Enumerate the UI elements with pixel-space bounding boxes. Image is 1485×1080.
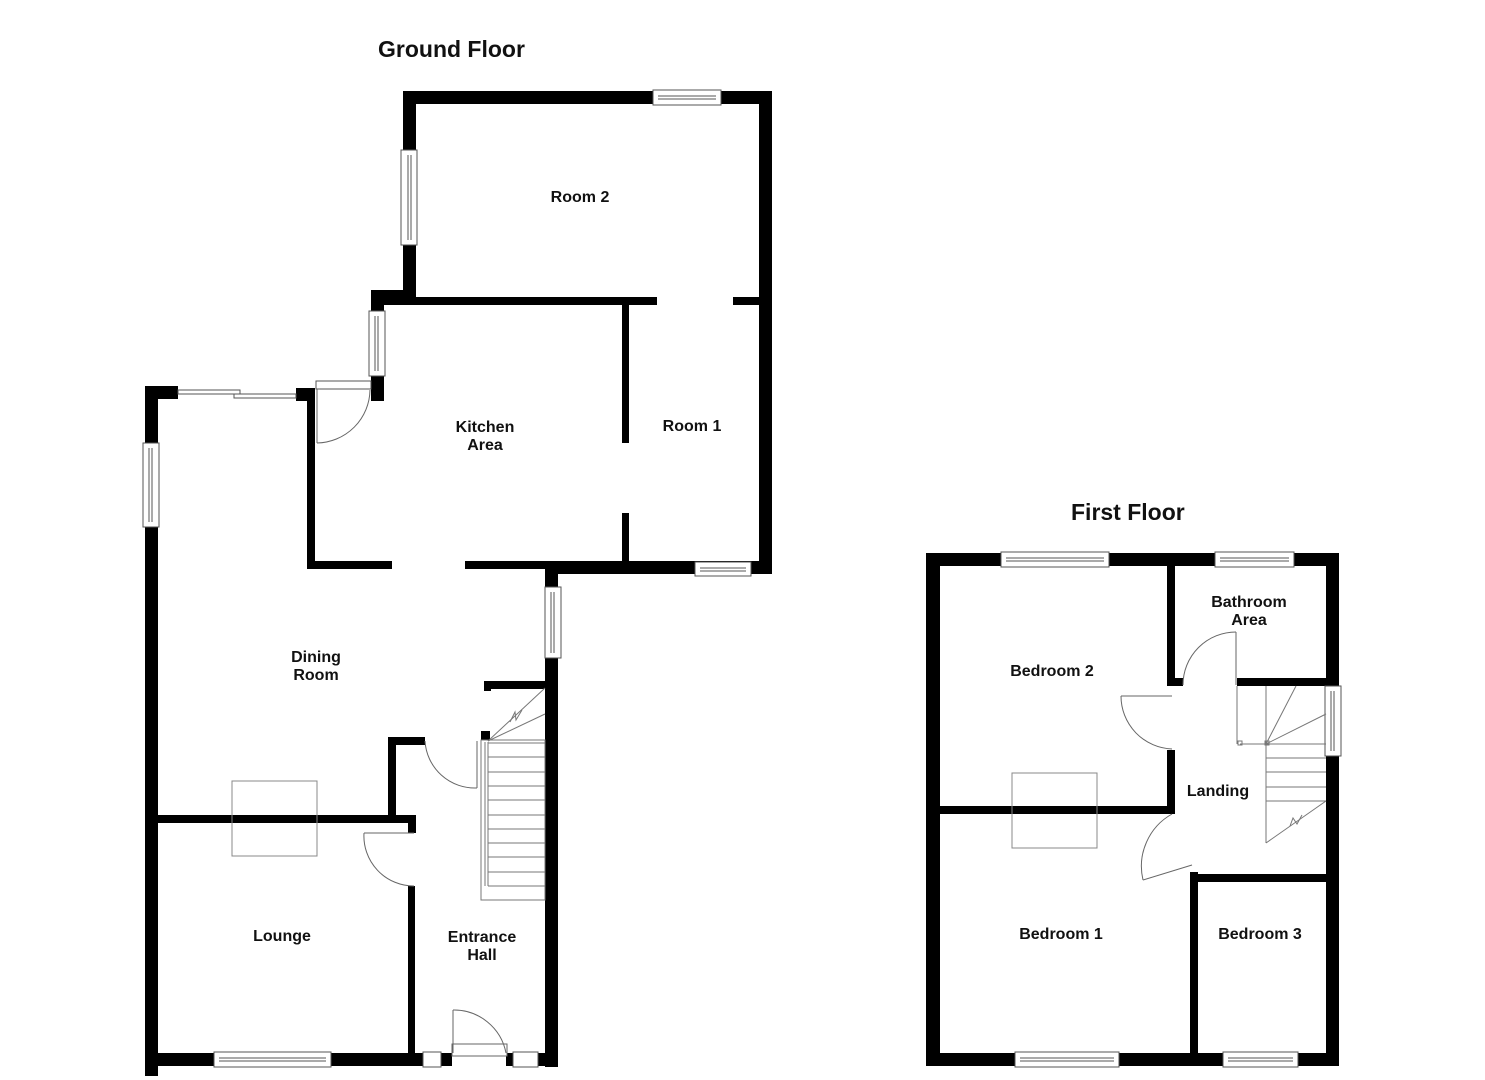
ground-floor-stairs <box>480 687 546 901</box>
first-floor-stairs <box>1236 685 1327 844</box>
room-label-room-1: Room 1 <box>662 418 722 435</box>
first-floor-chimney <box>1011 772 1098 849</box>
room-label-bathroom-area: Bathroom Area <box>1211 594 1287 629</box>
room-label-dining-room: Dining Room <box>291 649 341 684</box>
room-label-bedroom-3: Bedroom 3 <box>1218 926 1302 943</box>
room-label-bedroom-2: Bedroom 2 <box>1010 663 1094 680</box>
room-label-room-2: Room 2 <box>550 189 610 206</box>
room-label-bedroom-1: Bedroom 1 <box>1019 926 1103 943</box>
ground-floor-doors <box>316 389 508 1057</box>
room-label-kitchen-area: Kitchen Area <box>455 419 515 454</box>
ground-floor-fireplace <box>231 780 318 857</box>
ground-floor-windows <box>142 89 752 1068</box>
floor-title-ground: Ground Floor <box>378 36 525 62</box>
room-label-entrance-hall: Entrance Hall <box>447 929 517 964</box>
ground-floor-walls <box>145 91 772 1076</box>
floor-title-first: First Floor <box>1071 499 1185 525</box>
first-floor-windows <box>1000 551 1342 1068</box>
first-floor-walls <box>926 553 1339 1066</box>
first-floor-doors <box>1120 631 1237 881</box>
room-label-lounge: Lounge <box>253 928 311 945</box>
room-label-landing: Landing <box>1186 783 1250 800</box>
